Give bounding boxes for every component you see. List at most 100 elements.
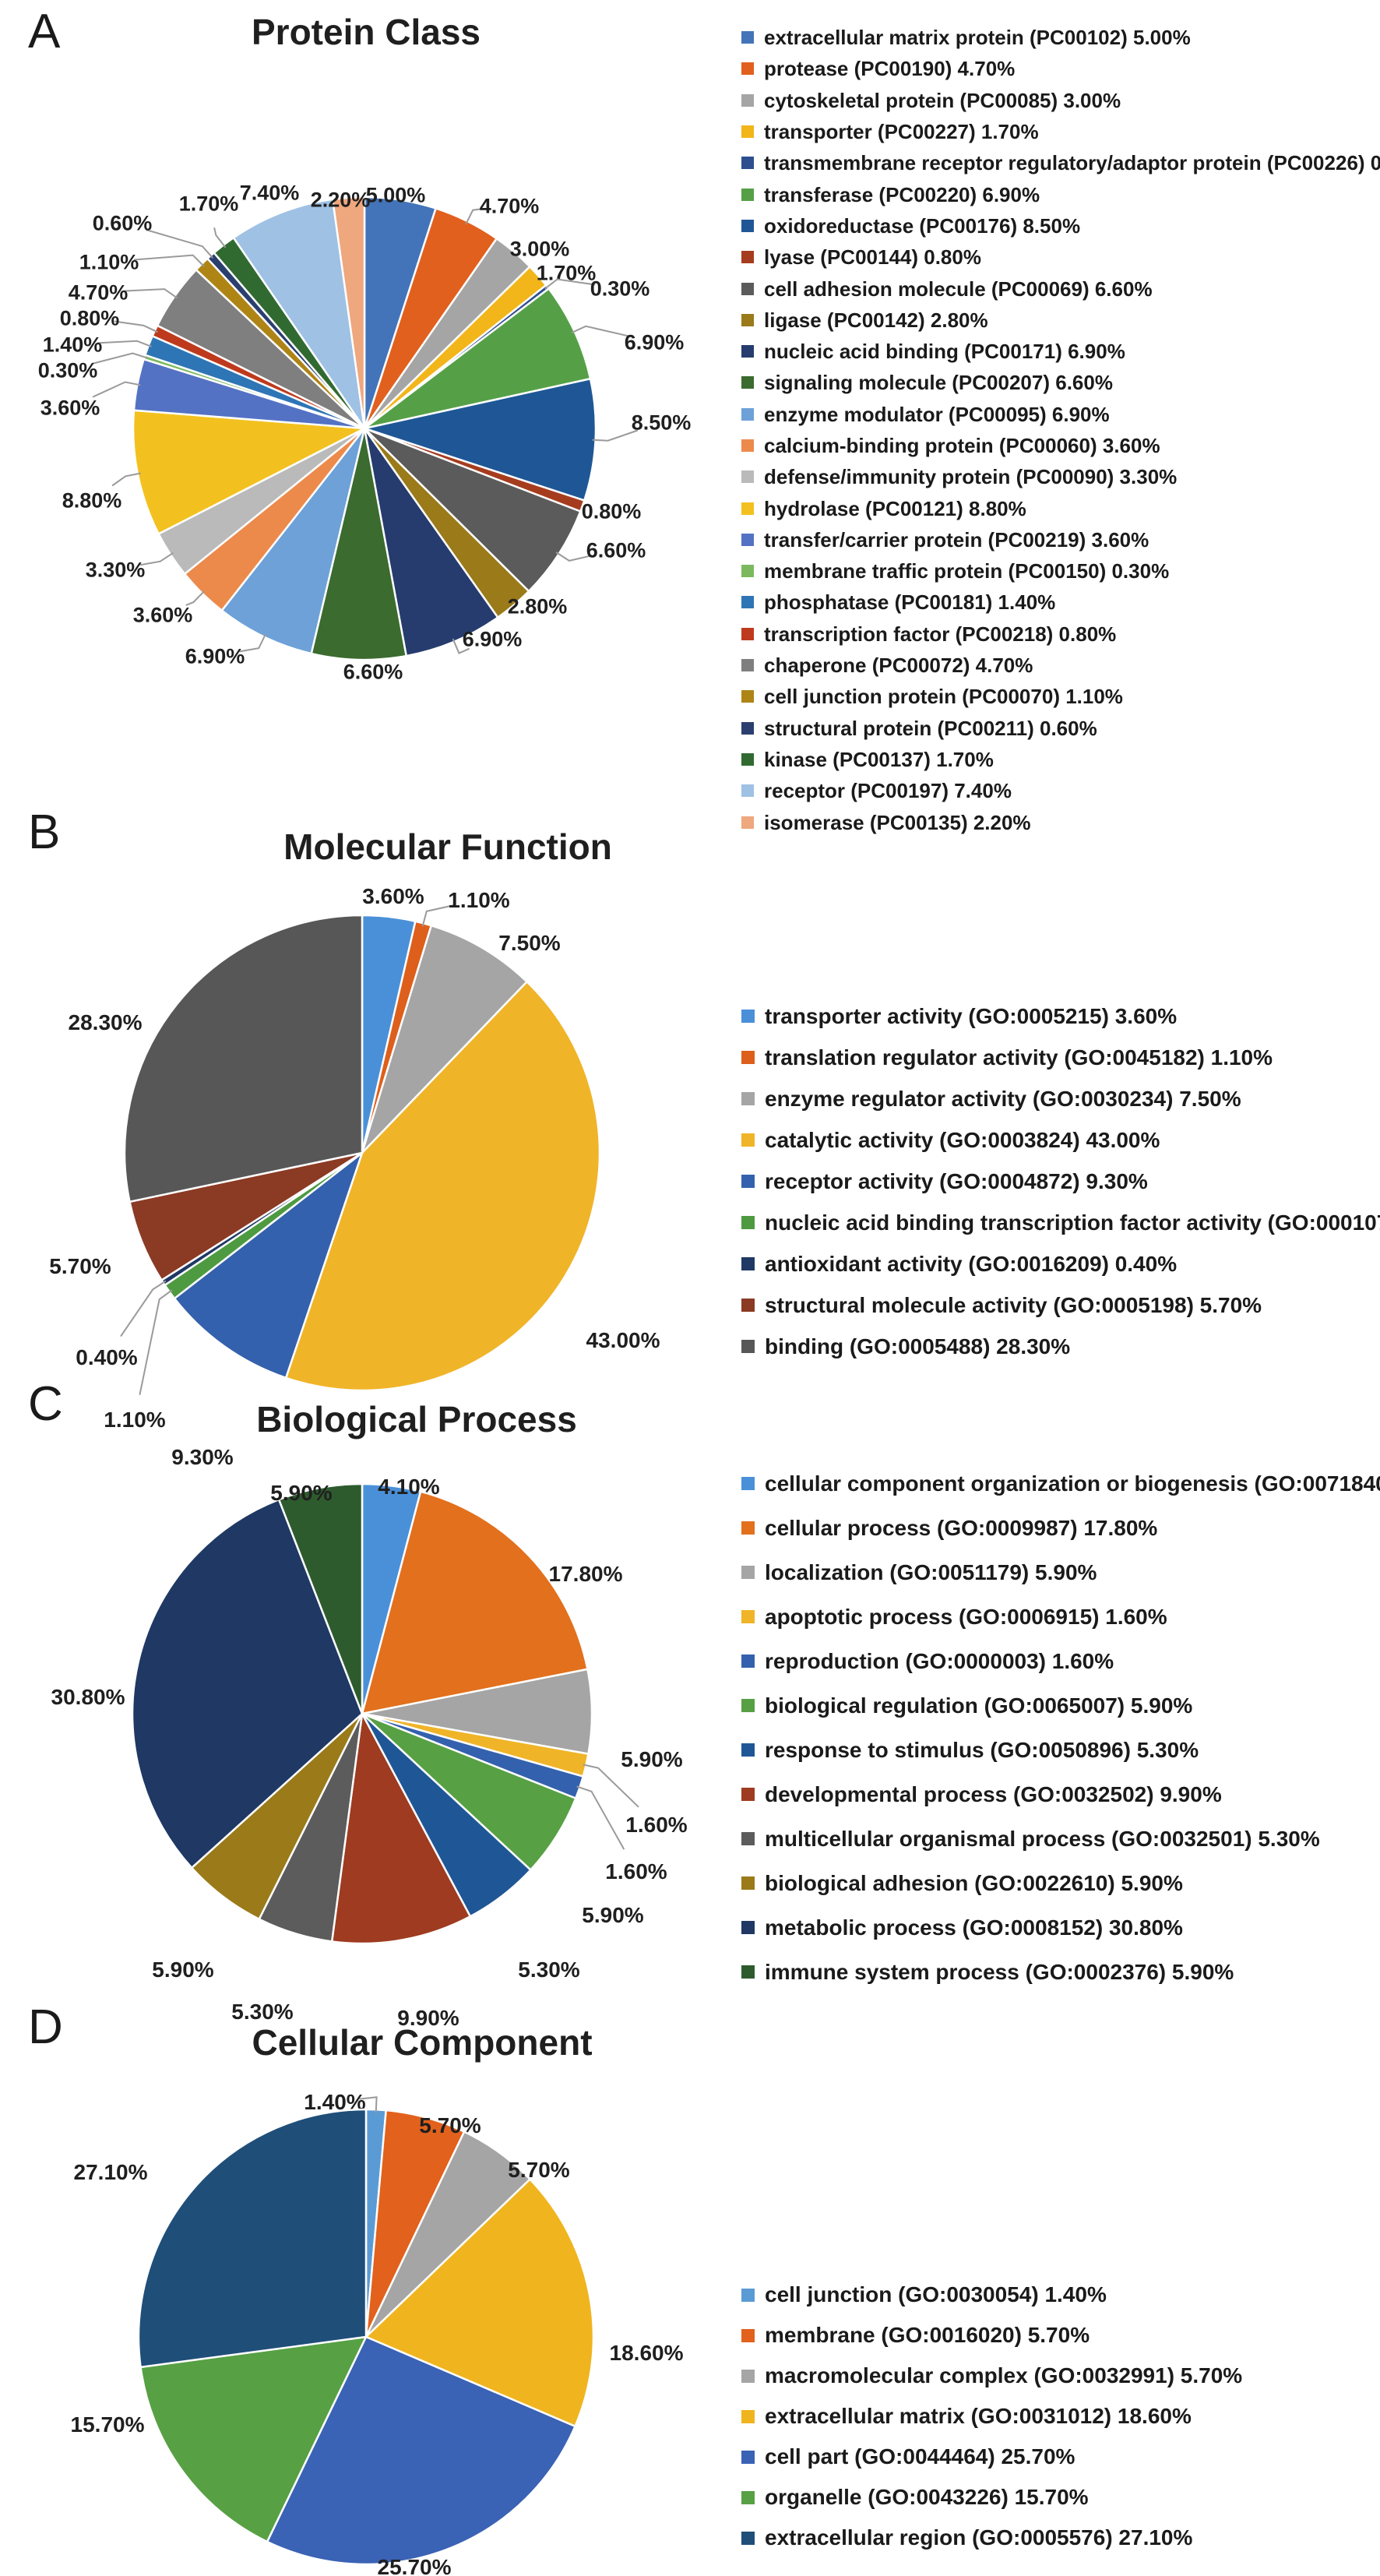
pie-slice — [173, 1151, 364, 1380]
legend-item: membrane traffic protein (PC00150) 0.30% — [741, 555, 1380, 587]
legend-item: nucleic acid binding (PC00171) 6.90% — [741, 336, 1380, 367]
legend-item: cell junction (GO:0030054) 1.40% — [741, 2275, 1380, 2315]
legend-swatch-icon — [741, 219, 754, 232]
legend-label: extracellular matrix protein (PC00102) 5… — [764, 26, 1191, 50]
legend-item: translation regulator activity (GO:00451… — [741, 1037, 1380, 1078]
legend-label: isomerase (PC00135) 2.20% — [764, 810, 1031, 834]
percent-label: 7.40% — [240, 181, 300, 204]
legend-swatch-icon — [741, 1010, 755, 1023]
legend-item: cell junction protein (PC00070) 1.10% — [741, 681, 1380, 712]
percent-label: 1.60% — [605, 1859, 667, 1884]
legend-item: localization (GO:0051179) 5.90% — [741, 1550, 1380, 1595]
legend-label: immune system process (GO:0002376) 5.90% — [765, 1959, 1234, 1984]
legend-swatch-icon — [741, 2369, 755, 2383]
panel-letter-c: C — [28, 1377, 63, 1431]
legend-item: oxidoreductase (PC00176) 8.50% — [741, 210, 1380, 241]
legend-label: cellular process (GO:0009987) 17.80% — [765, 1515, 1158, 1540]
legend-label: membrane (GO:0016020) 5.70% — [765, 2323, 1090, 2347]
percent-label: 27.10% — [74, 2160, 148, 2184]
legend-label: calcium-binding protein (PC00060) 3.60% — [764, 434, 1160, 457]
legend-swatch-icon — [741, 313, 754, 326]
legend-item: extracellular matrix protein (PC00102) 5… — [741, 22, 1380, 53]
legend-item: cytoskeletal protein (PC00085) 3.00% — [741, 85, 1380, 116]
percent-label: 5.30% — [231, 2000, 293, 2024]
percent-label: 2.20% — [311, 188, 371, 211]
pie-slice — [310, 427, 407, 661]
legend-label: biological adhesion (GO:0022610) 5.90% — [765, 1870, 1183, 1895]
legend-swatch-icon — [741, 1965, 755, 1979]
legend-label: signaling molecule (PC00207) 6.60% — [764, 371, 1113, 395]
percent-label: 5.70% — [508, 2158, 569, 2182]
legend-label: macromolecular complex (GO:0032991) 5.70… — [765, 2363, 1243, 2387]
pie-slice — [232, 198, 366, 430]
label-leader-line — [465, 207, 485, 225]
legend-item: isomerase (PC00135) 2.20% — [741, 806, 1380, 837]
legend-biological-process: cellular component organization or bioge… — [741, 1461, 1380, 1994]
legend-label: developmental process (GO:0032502) 9.90% — [765, 1781, 1222, 1806]
legend-label: transfer/carrier protein (PC00219) 3.60% — [764, 527, 1149, 551]
legend-swatch-icon — [741, 1521, 755, 1535]
legend-label: transporter activity (GO:0005215) 3.60% — [765, 1003, 1178, 1028]
legend-label: cytoskeletal protein (PC00085) 3.00% — [764, 88, 1121, 112]
label-leader-line — [421, 904, 456, 927]
label-leader-line — [213, 227, 227, 248]
legend-item: kinase (PC00137) 1.70% — [741, 744, 1380, 775]
label-leader-line — [120, 1280, 167, 1337]
legend-swatch-icon — [741, 1216, 755, 1229]
legend-item: reproduction (GO:0000003) 1.60% — [741, 1639, 1380, 1683]
legend-swatch-icon — [741, 1610, 755, 1623]
legend-item: binding (GO:0005488) 28.30% — [741, 1326, 1380, 1367]
percent-label: 1.60% — [625, 1813, 687, 1837]
legend-label: transmembrane receptor regulatory/adapto… — [764, 151, 1380, 175]
legend-label: cellular component organization or bioge… — [765, 1471, 1380, 1496]
percent-label: 5.90% — [621, 1747, 682, 1771]
legend-item: transmembrane receptor regulatory/adapto… — [741, 147, 1380, 178]
legend-item: structural molecule activity (GO:0005198… — [741, 1284, 1380, 1326]
legend-item: hydrolase (PC00121) 8.80% — [741, 492, 1380, 523]
percent-label: 9.90% — [397, 2006, 459, 2030]
legend-label: transcription factor (PC00218) 0.80% — [764, 622, 1117, 646]
legend-swatch-icon — [741, 533, 754, 546]
legend-swatch-icon — [741, 1133, 755, 1147]
percent-label: 1.70% — [179, 192, 239, 215]
legend-item: signaling molecule (PC00207) 6.60% — [741, 367, 1380, 398]
legend-swatch-icon — [741, 93, 754, 107]
percent-label: 25.70% — [378, 2555, 452, 2576]
percent-label: 43.00% — [586, 1328, 660, 1352]
label-leader-line — [139, 1289, 173, 1395]
legend-label: extracellular region (GO:0005576) 27.10% — [765, 2525, 1193, 2550]
pie-slice — [137, 2108, 368, 2369]
percent-label: 5.90% — [582, 1903, 643, 1927]
pie-slice — [361, 924, 528, 1154]
legend-label: metabolic process (GO:0008152) 30.80% — [765, 1915, 1183, 1940]
percent-label: 3.00% — [510, 237, 570, 260]
label-leader-line — [555, 551, 593, 562]
legend-label: structural molecule activity (GO:0005198… — [765, 1292, 1262, 1317]
legend-swatch-icon — [741, 1051, 755, 1064]
pie-slice — [361, 1490, 589, 1715]
legend-label: reproduction (GO:0000003) 1.60% — [765, 1648, 1114, 1673]
legend-item: cell part (GO:0044464) 25.70% — [741, 2437, 1380, 2477]
label-leader-line — [122, 288, 178, 299]
pie-slice — [331, 196, 366, 430]
percent-label: 6.90% — [625, 330, 685, 354]
legend-swatch-icon — [741, 502, 754, 515]
legend-item: lyase (PC00144) 0.80% — [741, 241, 1380, 273]
legend-label: translation regulator activity (GO:00451… — [765, 1045, 1273, 1070]
legend-item: enzyme modulator (PC00095) 6.90% — [741, 399, 1380, 430]
label-leader-line — [359, 2096, 378, 2113]
legend-item: cellular component organization or bioge… — [741, 1461, 1380, 1506]
legend-item: defense/immunity protein (PC00090) 3.30% — [741, 461, 1380, 492]
legend-swatch-icon — [741, 251, 754, 264]
legend-label: receptor activity (GO:0004872) 9.30% — [765, 1168, 1148, 1193]
pie-slice — [330, 1712, 472, 1945]
legend-protein-class: extracellular matrix protein (PC00102) 5… — [741, 22, 1380, 838]
label-leader-line — [91, 352, 148, 365]
pie-slice — [139, 2335, 368, 2543]
legend-label: enzyme modulator (PC00095) 6.90% — [764, 402, 1110, 426]
chart-title-protein-class: Protein Class — [252, 12, 481, 52]
legend-swatch-icon — [741, 1743, 755, 1757]
panel-letter-b: B — [28, 805, 61, 859]
legend-swatch-icon — [741, 752, 754, 766]
legend-item: antioxidant activity (GO:0016209) 0.40% — [741, 1243, 1380, 1284]
